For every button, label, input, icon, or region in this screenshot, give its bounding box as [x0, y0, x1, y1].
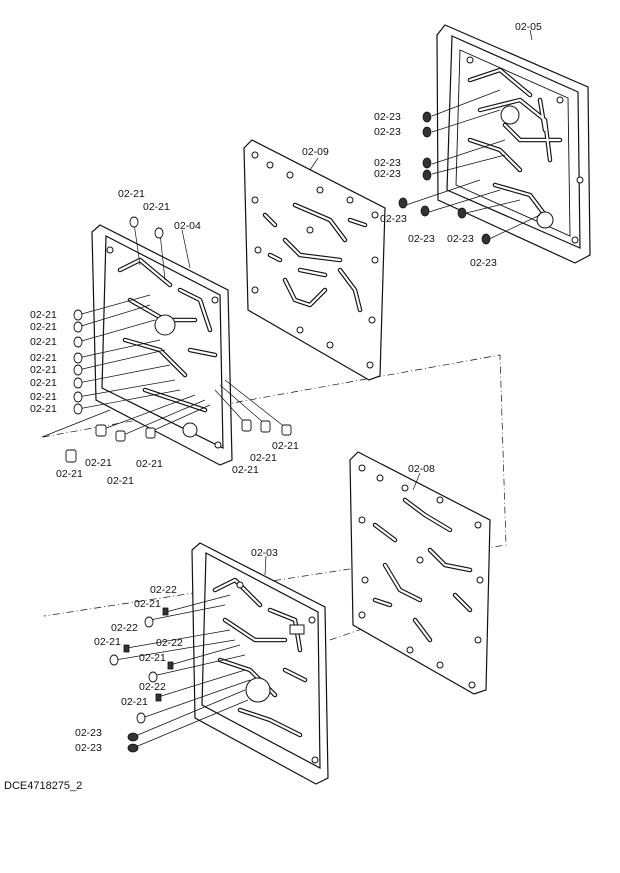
valve-plate-02-04 — [91, 224, 233, 466]
steel-balls-02-23 — [127, 111, 491, 753]
ball-02-23 — [422, 169, 432, 181]
callout-02-21: 02-21 — [30, 403, 57, 415]
callout-02-23: 02-23 — [447, 233, 474, 245]
callout-02-22: 02-22 — [139, 681, 166, 693]
callout-02-21: 02-21 — [134, 598, 161, 610]
ball-02-23 — [422, 111, 432, 123]
gasket-plate-02-08 — [349, 451, 491, 695]
callout-02-21: 02-21 — [136, 458, 163, 470]
ball-02-23 — [422, 126, 432, 138]
callout-02-23: 02-23 — [470, 257, 497, 269]
callout-02-21: 02-21 — [30, 309, 57, 321]
callout-02-21: 02-21 — [107, 475, 134, 487]
callout-02-21: 02-21 — [121, 696, 148, 708]
callout-02-04: 02-04 — [174, 220, 201, 232]
callout-02-23: 02-23 — [374, 157, 401, 169]
callout-02-23: 02-23 — [75, 727, 102, 739]
leader-lines — [41, 29, 541, 749]
plugs-02-21 — [65, 216, 292, 724]
callout-02-21: 02-21 — [232, 464, 259, 476]
callout-02-09: 02-09 — [302, 146, 329, 158]
assembly-centerlines — [42, 354, 507, 641]
callout-02-23: 02-23 — [380, 213, 407, 225]
callout-02-21: 02-21 — [139, 652, 166, 664]
callout-02-21: 02-21 — [30, 321, 57, 333]
callout-02-23: 02-23 — [374, 168, 401, 180]
callout-02-22: 02-22 — [150, 584, 177, 596]
ball-02-23 — [127, 732, 139, 742]
ball-02-23 — [422, 157, 432, 169]
callout-02-23: 02-23 — [374, 111, 401, 123]
callout-02-21: 02-21 — [56, 468, 83, 480]
callout-02-21: 02-21 — [118, 188, 145, 200]
callout-02-21: 02-21 — [250, 452, 277, 464]
callout-02-21: 02-21 — [30, 364, 57, 376]
gasket-plate-02-09 — [243, 139, 386, 381]
plugs-02-22 — [123, 607, 174, 702]
callout-02-21: 02-21 — [30, 391, 57, 403]
callout-02-21: 02-21 — [272, 440, 299, 452]
valve-body-02-05 — [436, 24, 591, 264]
callout-02-03: 02-03 — [251, 547, 278, 559]
ball-02-23 — [481, 233, 491, 245]
document-id: DCE4718275_2 — [4, 780, 83, 792]
ball-02-23 — [457, 207, 467, 219]
callout-02-21: 02-21 — [30, 336, 57, 348]
callout-02-21: 02-21 — [85, 457, 112, 469]
ball-02-23 — [420, 205, 430, 217]
ball-02-23 — [127, 743, 139, 753]
callout-02-08: 02-08 — [408, 463, 435, 475]
ball-02-23 — [398, 197, 408, 209]
callout-02-21: 02-21 — [30, 377, 57, 389]
callout-02-21: 02-21 — [143, 201, 170, 213]
callout-02-23: 02-23 — [408, 233, 435, 245]
callout-02-23: 02-23 — [75, 742, 102, 754]
callout-02-22: 02-22 — [156, 637, 183, 649]
callout-02-05: 02-05 — [515, 21, 542, 33]
valve-body-02-03 — [191, 542, 329, 785]
callout-02-21: 02-21 — [30, 352, 57, 364]
callout-02-23: 02-23 — [374, 126, 401, 138]
callout-02-21: 02-21 — [94, 636, 121, 648]
callout-02-22: 02-22 — [111, 622, 138, 634]
